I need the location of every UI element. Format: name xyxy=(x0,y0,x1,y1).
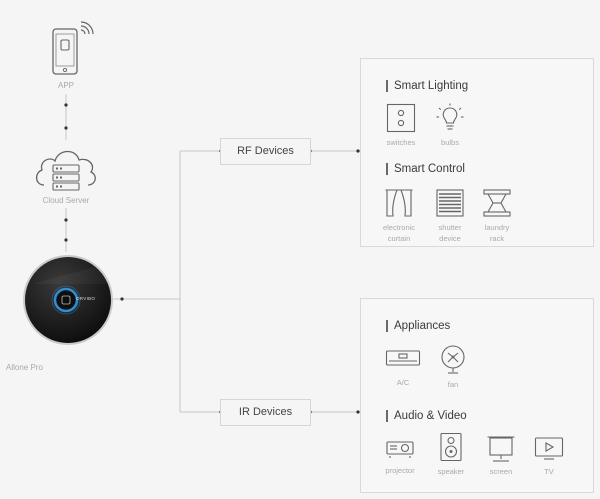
audio-video-title: Audio & Video xyxy=(386,410,467,422)
laundry-rack-label-2: rack xyxy=(489,234,505,243)
ir-devices-panel xyxy=(360,298,594,493)
speaker-label: speaker xyxy=(437,467,465,476)
projector-item: projector xyxy=(375,435,425,476)
shutter-device-item: shutter device xyxy=(425,188,475,244)
switch-icon xyxy=(386,103,416,133)
appliances-title: Appliances xyxy=(386,320,450,332)
allone-pro-hub xyxy=(22,254,114,346)
smart-control-title: Smart Control xyxy=(386,163,465,175)
smart-control-label: Smart Control xyxy=(394,163,465,175)
bulbs-label: bulbs xyxy=(441,138,459,147)
shutter-device-label-2: device xyxy=(439,234,461,243)
speaker-icon xyxy=(440,432,462,462)
projector-label: projector xyxy=(385,466,415,475)
ir-devices-box: IR Devices xyxy=(220,399,311,426)
shutter-icon xyxy=(436,189,464,217)
projector-icon xyxy=(386,441,414,458)
hub-brand-text: ORVIBO xyxy=(76,296,96,301)
screen-label: screen xyxy=(489,467,513,476)
electronic-curtain-label-2: curtain xyxy=(387,234,411,243)
hub-label: Allone Pro xyxy=(6,363,43,372)
fan-label: fan xyxy=(447,380,459,389)
ac-item: A/C xyxy=(378,345,428,388)
laundry-rack-icon xyxy=(483,189,511,217)
laundry-rack-label-1: laundry xyxy=(484,223,510,232)
audio-video-label: Audio & Video xyxy=(394,410,467,422)
laundry-rack-item: laundry rack xyxy=(472,188,522,244)
air-conditioner-icon xyxy=(385,350,421,366)
curtain-icon xyxy=(385,189,413,217)
ac-label: A/C xyxy=(396,378,410,387)
appliances-label: Appliances xyxy=(394,320,451,332)
app-label: APP xyxy=(57,81,74,90)
speaker-item: speaker xyxy=(426,432,476,477)
smart-lighting-title: Smart Lighting xyxy=(386,80,468,92)
shutter-device-label-1: shutter xyxy=(438,223,462,232)
screen-icon xyxy=(487,436,515,462)
tv-item: TV xyxy=(524,434,574,477)
fan-item: fan xyxy=(428,345,478,390)
hub-device-icon xyxy=(23,255,113,345)
cloud-server-icon xyxy=(35,150,96,191)
electronic-curtain-label-1: electronic xyxy=(382,223,416,232)
tv-label: TV xyxy=(544,467,554,476)
fan-icon xyxy=(441,345,465,374)
bulb-icon xyxy=(436,103,464,130)
app-node xyxy=(40,18,96,78)
smart-lighting-label: Smart Lighting xyxy=(394,80,469,92)
switches-label: switches xyxy=(386,138,416,147)
phone-icon xyxy=(52,21,94,75)
rf-devices-panel xyxy=(360,58,594,247)
cloud-server-node xyxy=(32,141,100,193)
rf-devices-box: RF Devices xyxy=(220,138,311,165)
switches-item: switches xyxy=(376,103,426,148)
screen-item: screen xyxy=(476,434,526,477)
bulbs-item: bulbs xyxy=(425,103,475,148)
electronic-curtain-item: electronic curtain xyxy=(374,188,424,244)
cloud-server-label: Cloud Server xyxy=(42,196,90,205)
tv-icon xyxy=(534,437,564,460)
